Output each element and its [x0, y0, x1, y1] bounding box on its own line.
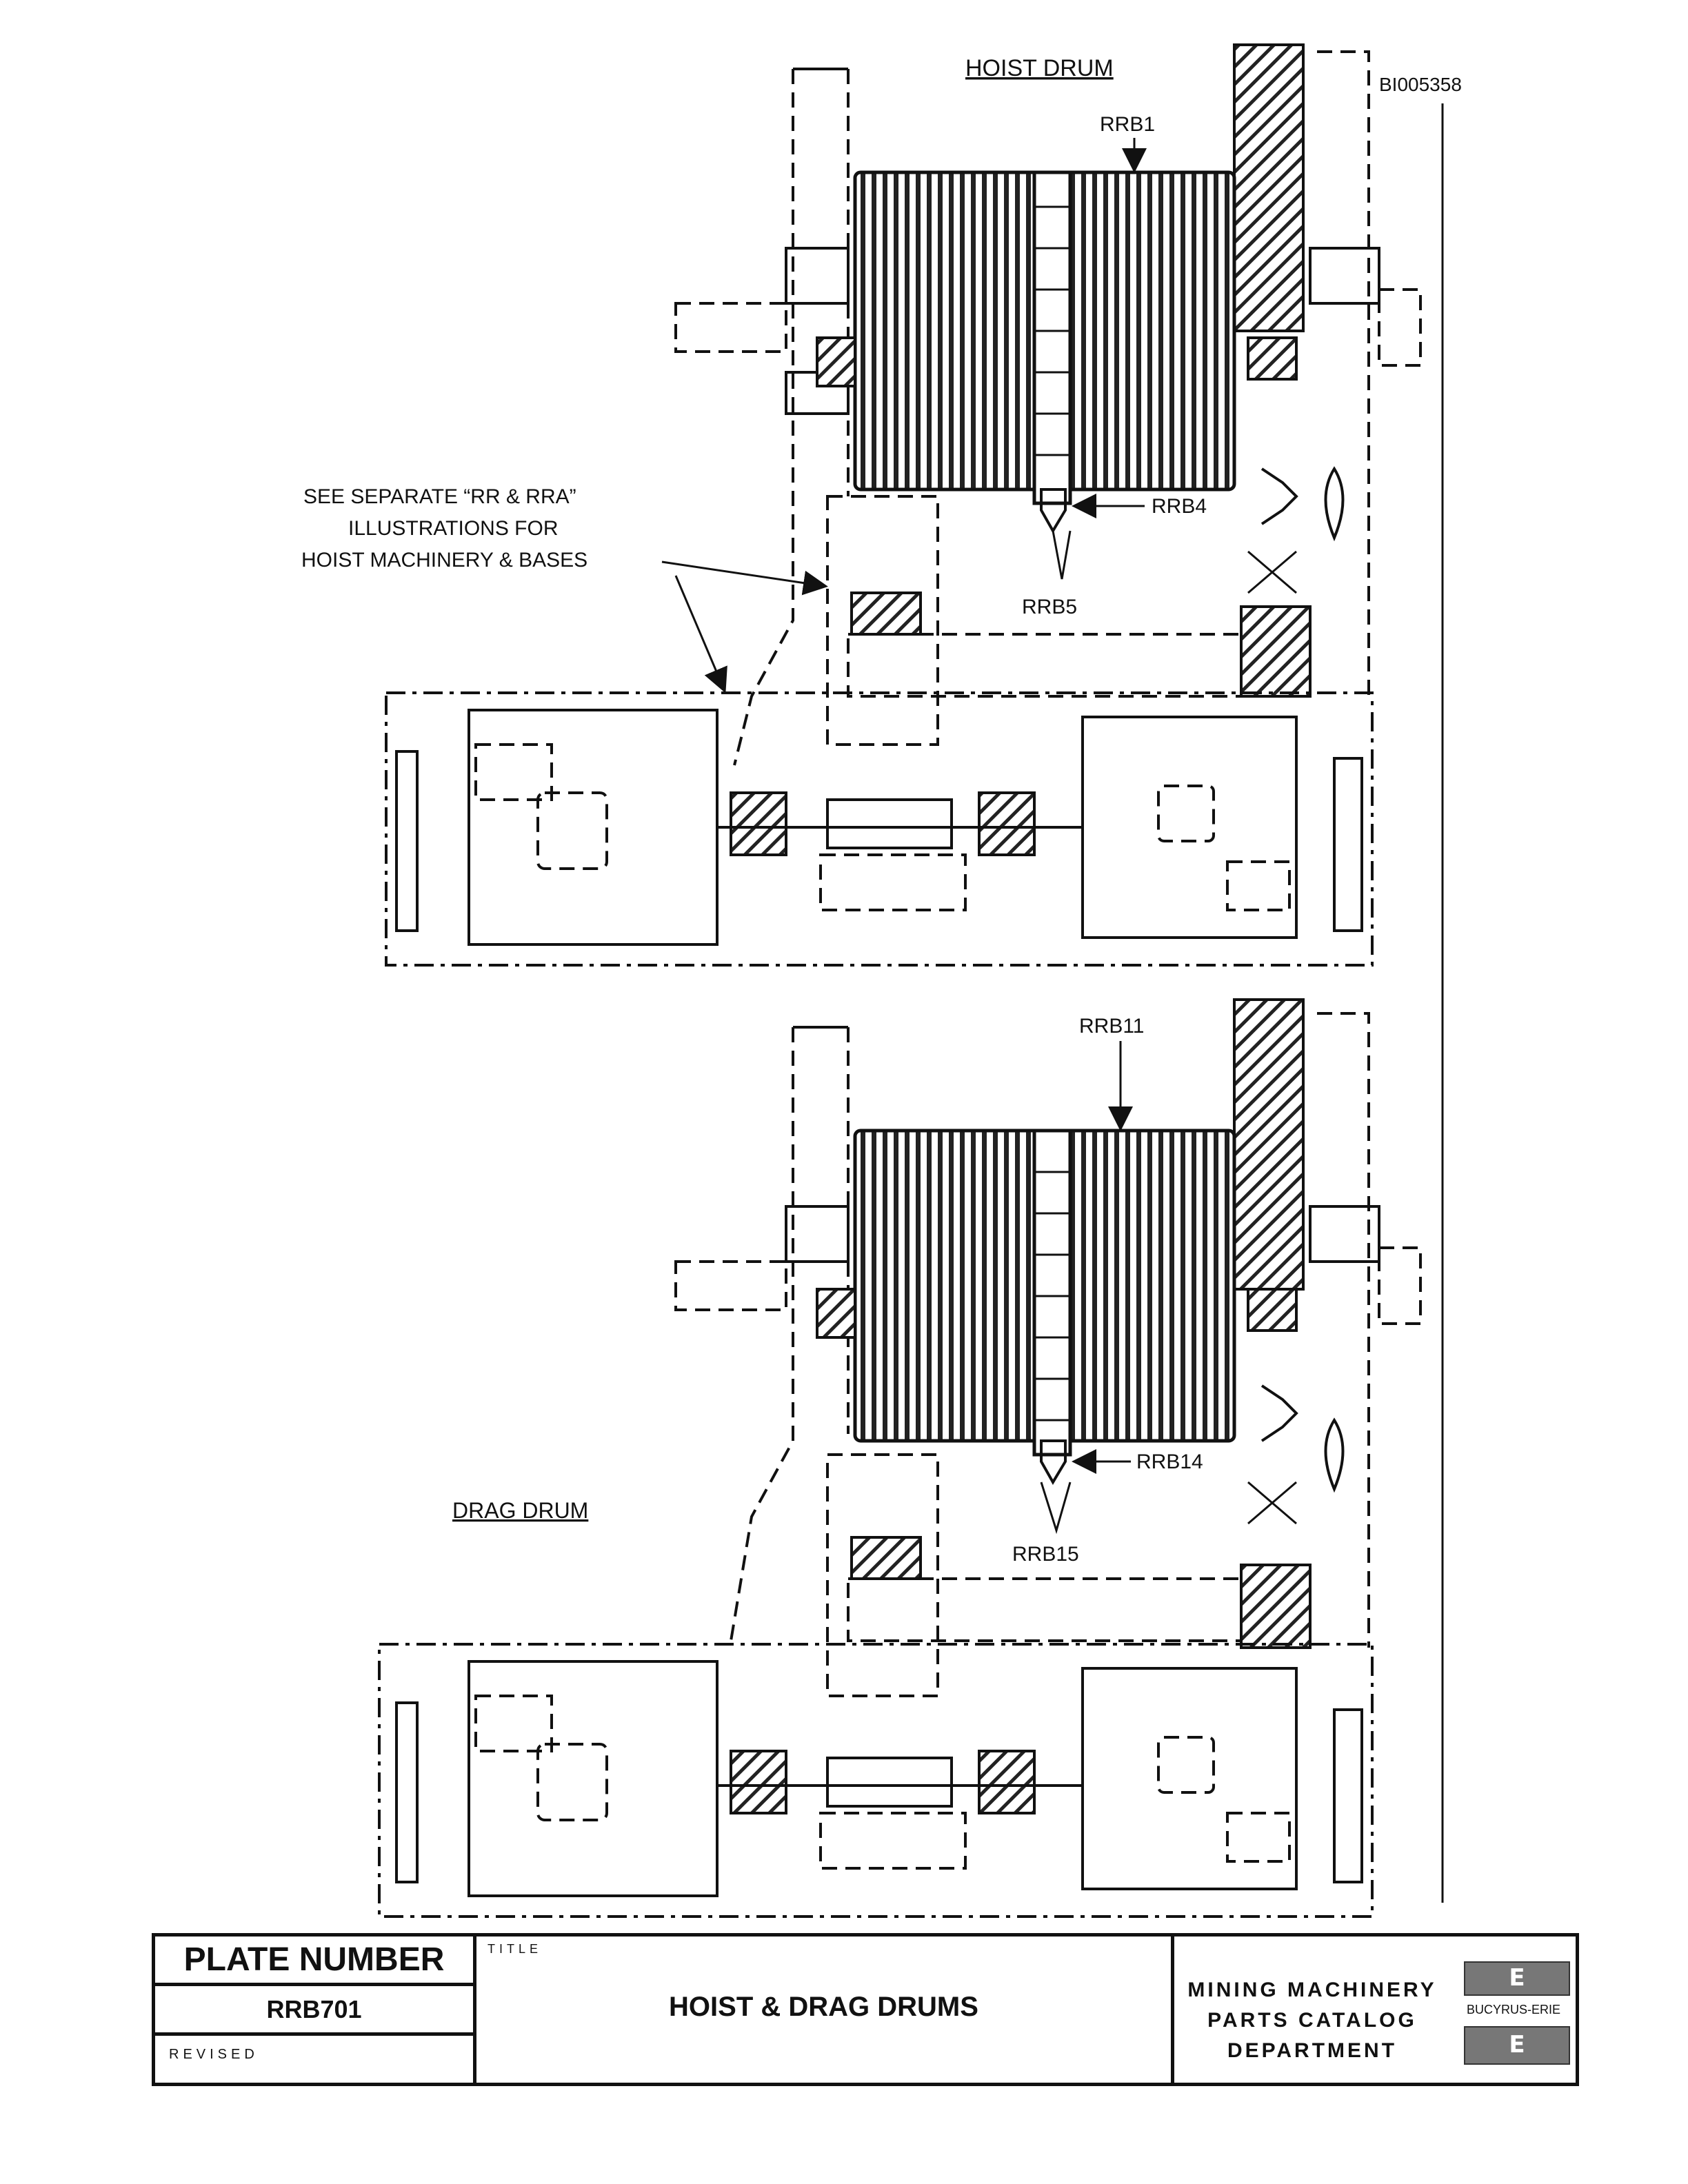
lower-left-motor-outline — [468, 1660, 719, 1897]
brand-name: BUCYRUS-ERIE — [1466, 2003, 1561, 2016]
callout-rrb5: RRB5 — [1022, 596, 1077, 618]
right-link-arm — [1260, 467, 1298, 525]
right-end-bracket — [1333, 757, 1363, 932]
callout-rrb5-leader — [1052, 530, 1072, 580]
hoist-drum-center-flange — [1032, 170, 1072, 505]
drum-shaft-housing — [847, 633, 1243, 698]
left-end-bracket — [395, 750, 419, 932]
lower-right-cross-brace — [1247, 1481, 1297, 1525]
left-coupling — [730, 791, 787, 856]
lower-right-coupling — [978, 1750, 1036, 1814]
left-motor-core — [536, 791, 608, 870]
hoist-machinery-base — [385, 691, 1374, 967]
plate-number-label: PLATE NUMBER — [155, 1937, 473, 1986]
hoist-drum-view: HOIST DRUM — [301, 43, 1422, 967]
title-block: PLATE NUMBER RRB701 REVISED TITLE HOIST … — [152, 1933, 1579, 2086]
right-upright-outer — [1317, 50, 1370, 703]
flange-segments — [1034, 205, 1070, 456]
rrb14-fitting — [1040, 1439, 1067, 1485]
center-gear-guard — [819, 853, 967, 911]
lower-gear-case-hatch — [850, 1536, 922, 1580]
right-coupling — [978, 791, 1036, 856]
right-motor-box — [1226, 860, 1291, 911]
right-bearing-block — [1309, 247, 1380, 305]
center-gear-housing — [826, 798, 953, 849]
gear-case-left — [826, 495, 939, 746]
department-text: MINING MACHINERY PARTS CATALOG DEPARTMEN… — [1181, 1975, 1443, 2066]
lower-flange-segments — [1034, 1171, 1070, 1422]
title-cell: TITLE HOIST & DRAG DRUMS — [476, 1937, 1174, 2083]
note-line-1: SEE SEPARATE “RR & RRA” — [303, 485, 576, 508]
drawing-title: HOIST & DRAG DRUMS — [669, 1992, 978, 2022]
lower-right-motor-box — [1226, 1812, 1291, 1863]
right-shaft-hatch — [1240, 605, 1312, 698]
callout-rrb11: RRB11 — [1079, 1015, 1144, 1038]
lower-left-coupling — [730, 1750, 787, 1814]
callout-rrb15: RRB15 — [1012, 1543, 1079, 1566]
department-line-2: PARTS CATALOG — [1207, 2009, 1417, 2032]
lower-center-gear-housing — [826, 1757, 953, 1808]
left-motor-cover — [474, 743, 553, 801]
lower-right-hatched-column — [1233, 998, 1305, 1291]
revised-label: REVISED — [169, 2047, 259, 2062]
drag-machinery-base — [378, 1643, 1374, 1918]
lower-right-motor-core — [1157, 1736, 1215, 1794]
callout-rrb14: RRB14 — [1136, 1450, 1203, 1473]
left-frame-outline — [733, 69, 794, 766]
right-motor-core — [1157, 785, 1215, 842]
lower-left-motor-core — [536, 1743, 608, 1821]
lower-right-brake-housing — [1378, 1246, 1422, 1325]
lower-left-bearing-block — [785, 1205, 850, 1263]
note-leader-upper — [661, 560, 828, 596]
lower-gear-case-left — [826, 1453, 939, 1697]
document-id: BI005358 — [1379, 74, 1462, 95]
left-bearing-block — [785, 247, 850, 305]
lower-right-link-arm — [1260, 1384, 1298, 1442]
lower-right-motor-outline — [1081, 1667, 1298, 1890]
lower-left-end-bracket — [395, 1701, 419, 1883]
department-cell: MINING MACHINERY PARTS CATALOG DEPARTMEN… — [1174, 1937, 1576, 2083]
lower-left-motor-cover — [474, 1695, 553, 1752]
note-line-3: HOIST MACHINERY & BASES — [301, 549, 587, 572]
right-hatched-hub — [1247, 336, 1298, 381]
lower-right-shaft-hatch — [1240, 1564, 1312, 1649]
lower-left-hatched-hub — [816, 1288, 856, 1339]
lower-center-gear-guard — [819, 1812, 967, 1870]
note-line-2: ILLUSTRATIONS FOR — [348, 517, 558, 540]
lower-left-brake-housing — [674, 1260, 787, 1311]
title-label: TITLE — [488, 1942, 543, 1956]
right-lever — [1324, 466, 1345, 542]
lower-right-lever — [1324, 1417, 1345, 1493]
lower-right-upright-outer — [1317, 1012, 1370, 1648]
left-hatched-hub — [816, 336, 856, 387]
lower-drum-shaft-housing — [847, 1577, 1243, 1642]
gear-case-hatch — [850, 592, 922, 636]
callout-rrb15-leader — [1040, 1482, 1072, 1535]
lower-right-end-bracket — [1333, 1708, 1363, 1883]
bucyrus-erie-logo-top: E — [1464, 1961, 1570, 1996]
right-hatched-column — [1233, 43, 1305, 332]
department-line-3: DEPARTMENT — [1227, 2039, 1398, 2062]
plate-number-cell: PLATE NUMBER RRB701 REVISED — [155, 1937, 476, 2083]
right-cross-brace — [1247, 550, 1297, 594]
note-leader-lower — [674, 575, 727, 694]
left-brake-housing — [674, 302, 787, 353]
plate-number: RRB701 — [155, 1986, 473, 2036]
drag-drum-center-flange — [1032, 1129, 1072, 1457]
lower-right-hatched-hub — [1247, 1288, 1298, 1332]
drag-drum-heading: DRAG DRUM — [452, 1498, 588, 1523]
right-brake-housing — [1378, 288, 1422, 367]
drag-drum-view: RRB11 RRB14 RRB15 DRAG DRUM — [378, 998, 1422, 1918]
hoist-drum-heading: HOIST DRUM — [965, 55, 1114, 81]
bucyrus-erie-logo-bottom: E — [1464, 2026, 1570, 2065]
department-line-1: MINING MACHINERY — [1187, 1979, 1437, 2001]
rrb4-fitting — [1040, 488, 1067, 534]
callout-rrb4: RRB4 — [1152, 495, 1207, 518]
callout-rrb1: RRB1 — [1100, 113, 1155, 136]
lower-left-frame-outline — [730, 1027, 794, 1641]
right-motor-outline — [1081, 716, 1298, 939]
lower-right-bearing-block — [1309, 1205, 1380, 1263]
